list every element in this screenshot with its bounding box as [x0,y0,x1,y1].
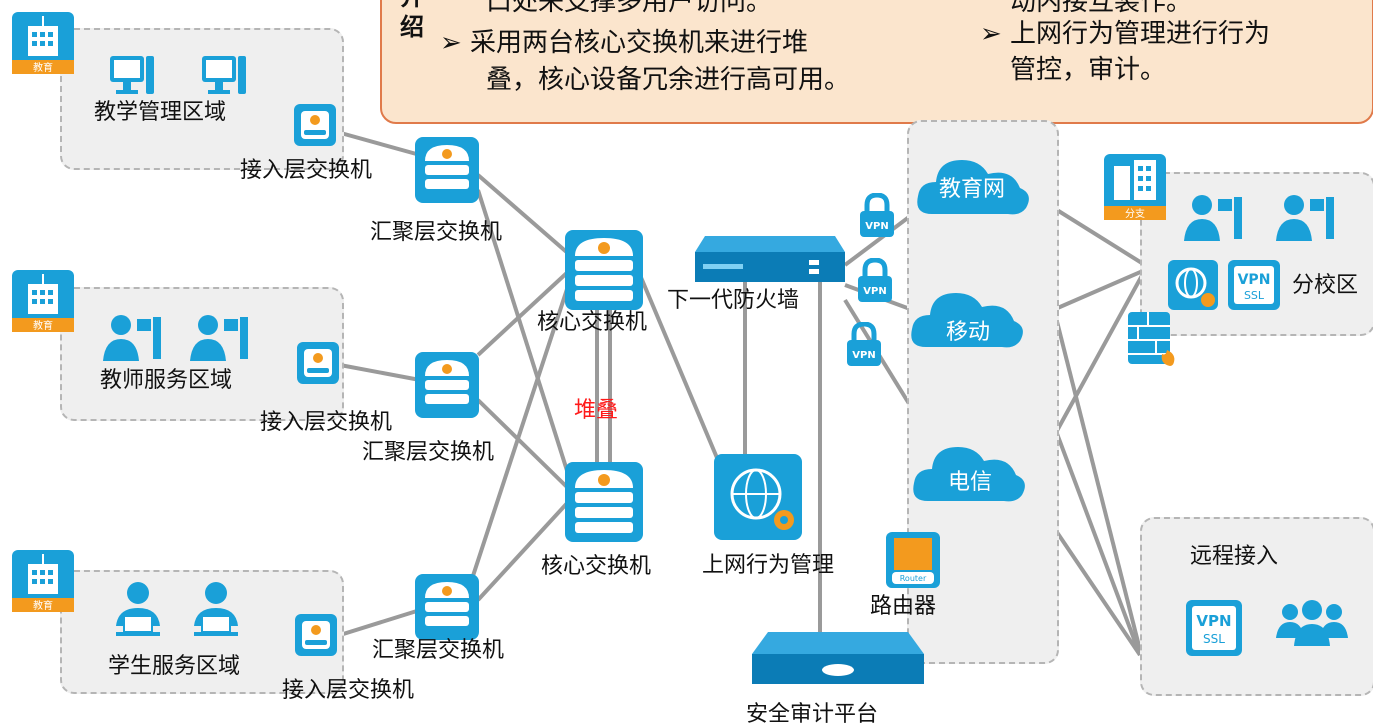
intro-right-line2: 管控，审计。 [1010,55,1167,85]
cloud-telecom-label: 电信 [948,470,992,495]
device-label-router: 路由器 [870,594,937,619]
stack-label: 堆叠 [574,398,619,423]
teaching-zone [60,28,344,170]
vpn-ssl-icon: VPN SSL [1186,600,1242,656]
cloud-edu-net-icon: 教育网 [917,160,1029,215]
device-label-agg2: 汇聚层交换机 [362,440,495,465]
intro-left-line3: 叠，核心设备冗余进行高可用。 [486,65,851,95]
vpn-tag-text: VPN [865,221,888,232]
router-tag-text: Router [900,574,927,583]
vpn-ssl-ssl-text: SSL [1203,632,1225,646]
intro-left-line2: ➢ 采用两台核心交换机来进行堆 [440,28,809,58]
zone-label-teaching: 教学管理区域 [94,100,227,125]
intro-right-line1: ➢ 上网行为管理进行行为 [980,19,1271,49]
student-laptop-icon [194,582,238,636]
core-switch-icon [565,462,643,542]
zone-label-student: 学生服务区域 [108,654,241,679]
intro-panel: 介 绍 口处来支撑多用户访问。 ➢ 采用两台核心交换机来进行堆 叠，核心设备冗余… [380,0,1373,124]
intro-left-line1: 口处来支撑多用户访问。 [486,0,773,17]
intro-side-label-2: 绍 [400,13,424,41]
edu-badge-text: 教育 [33,599,53,612]
aggregation-switch-icon [415,137,479,203]
device-label-core2: 核心交换机 [541,554,652,579]
user-group-icon [1276,600,1348,646]
cloud-edu-net-label: 教育网 [939,177,1005,202]
vpn-ssl-icon: VPN SSL [1228,260,1280,310]
student-laptop-icon [116,582,160,636]
device-label-agg3: 汇聚层交换机 [372,638,505,663]
firewall-icon [695,236,845,282]
access-switch-icon [295,614,337,656]
zone-label-branch: 分校区 [1292,273,1359,298]
monitor-icon [110,56,154,94]
device-label-access2: 接入层交换机 [260,410,393,435]
monitor-icon [202,56,246,94]
device-label-agg1: 汇聚层交换机 [370,220,503,245]
branch-badge-text: 分支 [1125,208,1145,220]
intro-side-label-1: 介 [400,0,424,12]
vpn-ssl-ssl-text: SSL [1244,289,1265,302]
vpn-ssl-vpn-text: VPN [1238,272,1271,288]
cloud-mobile-icon: 移动 [911,293,1023,348]
zone-label-remote: 远程接入 [1190,544,1279,569]
user-pc-icon [1276,195,1334,241]
core-switch-icon [565,230,643,310]
aggregation-switch-icon [415,352,479,418]
zone-label-teacher: 教师服务区域 [100,368,233,393]
user-pc-icon [190,315,248,361]
edu-badge-text: 教育 [33,61,53,74]
intro-right-line0: 动内接互装作。 [1010,0,1193,17]
vpn-ssl-vpn-text: VPN [1196,612,1231,630]
vpn-lock-icon: VPN [860,193,894,237]
device-label-core1: 核心交换机 [537,310,648,335]
firewall-brick-icon [1128,312,1175,366]
building-icon: 教育 [12,12,74,74]
user-pc-icon [1184,195,1242,241]
behavior-management-icon [714,454,802,540]
cloud-mobile-label: 移动 [946,320,990,345]
vpn-lock-icon: VPN [847,322,881,366]
behavior-gear-icon [1168,260,1218,310]
building-icon: 教育 [12,270,74,332]
access-switch-icon [297,342,339,384]
vpn-tag-text: VPN [863,286,886,297]
device-label-audit: 安全审计平台 [746,702,879,727]
building-icon: 教育 [12,550,74,612]
vpn-lock-icon: VPN [858,258,892,302]
audit-platform-icon [752,632,924,684]
device-label-access1: 接入层交换机 [240,158,373,183]
access-switch-icon [294,104,336,146]
cloud-telecom-icon: 电信 [913,447,1025,502]
edu-badge-text: 教育 [33,319,53,332]
branch-building-icon: 分支 [1104,154,1166,220]
user-pc-icon [103,315,161,361]
device-label-access3: 接入层交换机 [282,678,415,703]
device-label-firewall: 下一代防火墙 [667,288,800,313]
device-label-behavior: 上网行为管理 [702,553,835,578]
router-icon: Router [886,532,940,588]
aggregation-switch-icon [415,574,479,640]
vpn-tag-text: VPN [852,350,875,361]
